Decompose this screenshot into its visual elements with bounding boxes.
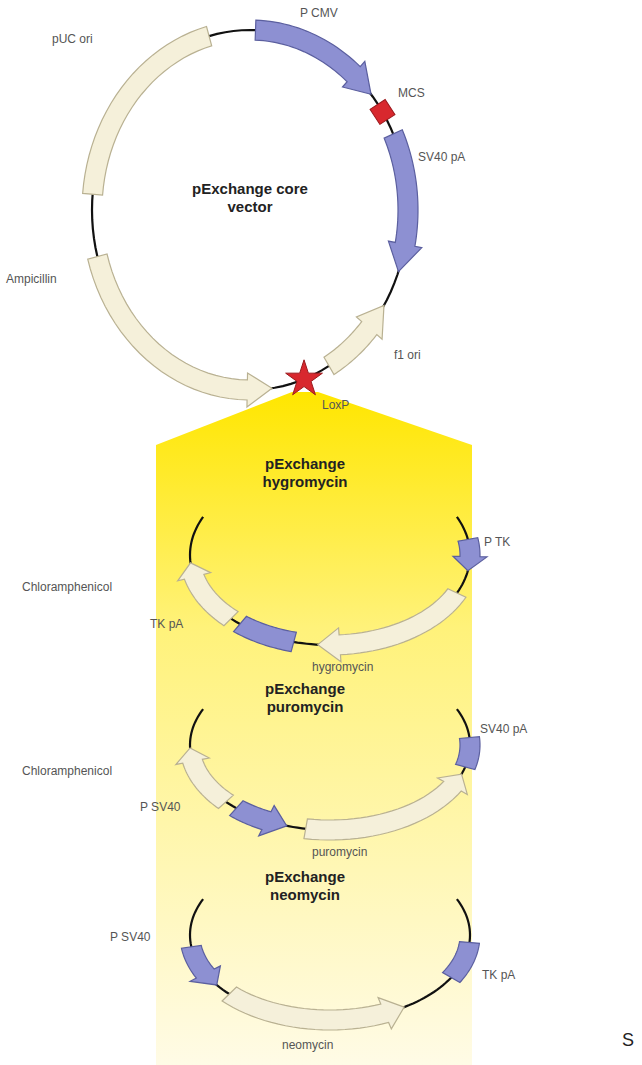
part-label: TK pA	[150, 617, 183, 631]
feature-arrow	[384, 130, 422, 272]
part-label: f1 ori	[394, 348, 421, 362]
feature-arrow	[83, 26, 212, 195]
part-label: P SV40	[110, 930, 150, 944]
feature-arrow	[234, 616, 297, 651]
part-label: P CMV	[300, 6, 338, 20]
feature-arrow	[456, 737, 480, 770]
feature-arrow	[88, 254, 272, 407]
feature-arrow	[181, 945, 220, 985]
part-label: P TK	[484, 535, 510, 549]
part-label: SV40 pA	[480, 722, 527, 736]
part-label: LoxP	[322, 398, 349, 412]
part-label: MCS	[398, 86, 425, 100]
feature-arrow	[230, 801, 287, 836]
feature-arrow	[318, 589, 466, 662]
feature-arrow	[178, 563, 238, 626]
part-label: puromycin	[312, 845, 367, 859]
feature-arrow	[453, 538, 487, 571]
feature-arrow	[222, 987, 404, 1030]
part-label: neomycin	[282, 1038, 333, 1052]
vector-title: pExchange core vector	[190, 180, 310, 216]
fragment-text: S	[622, 1030, 634, 1052]
feature-arrow	[324, 305, 384, 374]
part-label: TK pA	[482, 968, 515, 982]
part-label: P SV40	[140, 800, 180, 814]
part-label: SV40 pA	[418, 150, 465, 164]
part-label: pUC ori	[52, 32, 93, 46]
feature-arrow	[304, 774, 467, 840]
expansion-region	[156, 392, 472, 1065]
part-label: Ampicillin	[6, 272, 57, 286]
feature-arrow	[176, 748, 234, 809]
part-label: Chloramphenicol	[22, 764, 112, 778]
vector-title: pExchange neomycin	[248, 868, 362, 904]
part-label: hygromycin	[312, 660, 373, 674]
part-label: Chloramphenicol	[22, 580, 112, 594]
loxp-symbol	[286, 360, 323, 395]
feature-arrow	[443, 942, 480, 983]
vector-title: pExchange hygromycin	[248, 455, 362, 491]
feature-arrow	[255, 20, 371, 94]
mcs-box	[370, 100, 395, 125]
vector-title: pExchange puromycin	[248, 680, 362, 716]
